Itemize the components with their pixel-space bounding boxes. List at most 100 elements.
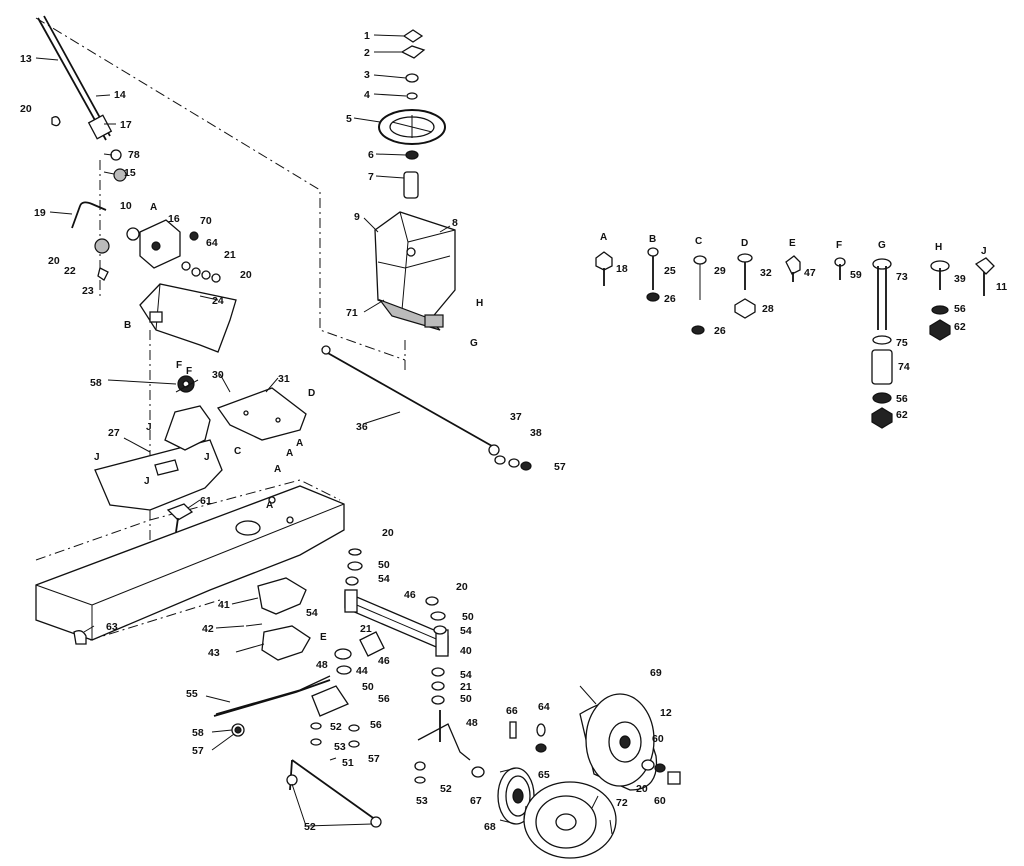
callout-72: 72 (616, 797, 628, 809)
callout-2: 2 (364, 47, 370, 59)
callout-15: 15 (124, 167, 136, 179)
callout-62-g: 62 (896, 409, 908, 421)
callout-55: 55 (186, 688, 198, 700)
callout-52-b: 52 (440, 783, 452, 795)
callout-30: 30 (212, 369, 224, 381)
callout-5: 5 (346, 113, 352, 125)
callout-40: 40 (460, 645, 472, 657)
hardware-row (595, 247, 995, 429)
callout-21-mid: 21 (224, 249, 236, 261)
tractor-frame (35, 485, 345, 641)
callout-26-c: 26 (714, 325, 726, 337)
callout-20-mid: 20 (48, 255, 60, 267)
rear-wheel-69 (579, 693, 681, 791)
callout-22: 22 (64, 265, 76, 277)
callout-70: 70 (200, 215, 212, 227)
callout-20-top: 20 (20, 103, 32, 115)
callout-7: 7 (368, 171, 374, 183)
letter-f-row: F (836, 240, 842, 251)
callout-21-s1: 21 (360, 623, 372, 635)
callout-56-h: 56 (954, 303, 966, 315)
callout-56-g: 56 (896, 393, 908, 405)
callout-39: 39 (954, 273, 966, 285)
callout-32: 32 (760, 267, 772, 279)
callout-57-s: 57 (368, 753, 380, 765)
letter-d-row: D (741, 238, 748, 249)
letter-d-plate: D (308, 388, 315, 399)
callout-20-s1: 20 (382, 527, 394, 539)
callout-60-b: 60 (654, 795, 666, 807)
callout-51: 51 (342, 757, 354, 769)
letter-h-row: H (935, 242, 942, 253)
letter-f-2: F (186, 366, 192, 377)
callout-54-s4: 54 (460, 669, 472, 681)
letter-f-1: F (176, 360, 182, 371)
callout-61: 61 (200, 495, 212, 507)
letter-j-3: J (204, 452, 210, 463)
letter-c-row: C (695, 236, 702, 247)
clevis-pin-61 (166, 503, 194, 533)
callout-14: 14 (114, 89, 126, 101)
callout-1: 1 (364, 30, 370, 42)
callout-57-top: 57 (554, 461, 566, 473)
callout-20-w: 20 (636, 783, 648, 795)
callout-73: 73 (896, 271, 908, 283)
drag-link-36 (321, 345, 532, 471)
callout-63: 63 (106, 621, 118, 633)
callout-56-s: 56 (378, 693, 390, 705)
callout-64-mid: 64 (206, 237, 218, 249)
letter-a-row: A (600, 232, 607, 243)
callout-54-s3: 54 (460, 625, 472, 637)
letter-j-4: J (144, 476, 150, 487)
callout-23: 23 (82, 285, 94, 297)
lever-bracket (71, 201, 221, 283)
callout-37: 37 (510, 411, 522, 423)
callout-13: 13 (20, 53, 32, 65)
callout-29: 29 (714, 265, 726, 277)
callout-52-a: 52 (330, 721, 342, 733)
callout-3: 3 (364, 69, 370, 81)
callout-19: 19 (34, 207, 46, 219)
dash-console (374, 211, 456, 331)
letter-g-row: G (878, 240, 886, 251)
spindle-assembly (310, 548, 471, 784)
callout-52-low: 52 (304, 821, 316, 833)
letter-b-row: B (649, 234, 656, 245)
construction-lines (35, 17, 406, 641)
callout-26-b: 26 (664, 293, 676, 305)
callout-50-s2: 50 (462, 611, 474, 623)
callout-10: 10 (120, 200, 132, 212)
callout-17: 17 (120, 119, 132, 131)
callout-18: 18 (616, 263, 628, 275)
letter-h-console: H (476, 298, 483, 309)
callout-56-b: 56 (370, 719, 382, 731)
steering-shaft (37, 15, 127, 182)
callout-78: 78 (128, 149, 140, 161)
callout-66: 66 (506, 705, 518, 717)
callout-58-low: 58 (192, 727, 204, 739)
callout-41: 41 (218, 599, 230, 611)
callout-59: 59 (850, 269, 862, 281)
front-tire-72 (523, 781, 617, 859)
callout-62-h: 62 (954, 321, 966, 333)
callout-27: 27 (108, 427, 120, 439)
letter-a-3: A (274, 464, 281, 475)
callout-58-mid: 58 (90, 377, 102, 389)
callout-65: 65 (538, 769, 550, 781)
callout-24: 24 (212, 295, 224, 307)
callout-54-s2: 54 (306, 607, 318, 619)
callout-48-b: 48 (466, 717, 478, 729)
callout-53-a: 53 (334, 741, 346, 753)
callout-57-low: 57 (192, 745, 204, 757)
callout-12: 12 (660, 707, 672, 719)
callout-46-a: 46 (404, 589, 416, 601)
letter-j-row: J (981, 246, 987, 257)
callout-8: 8 (452, 217, 458, 229)
callout-74: 74 (898, 361, 910, 373)
letter-a-1: A (296, 438, 303, 449)
mount-bracket-24 (139, 283, 237, 353)
leader-lines (35, 34, 599, 827)
callout-47: 47 (804, 267, 816, 279)
callout-69: 69 (650, 667, 662, 679)
